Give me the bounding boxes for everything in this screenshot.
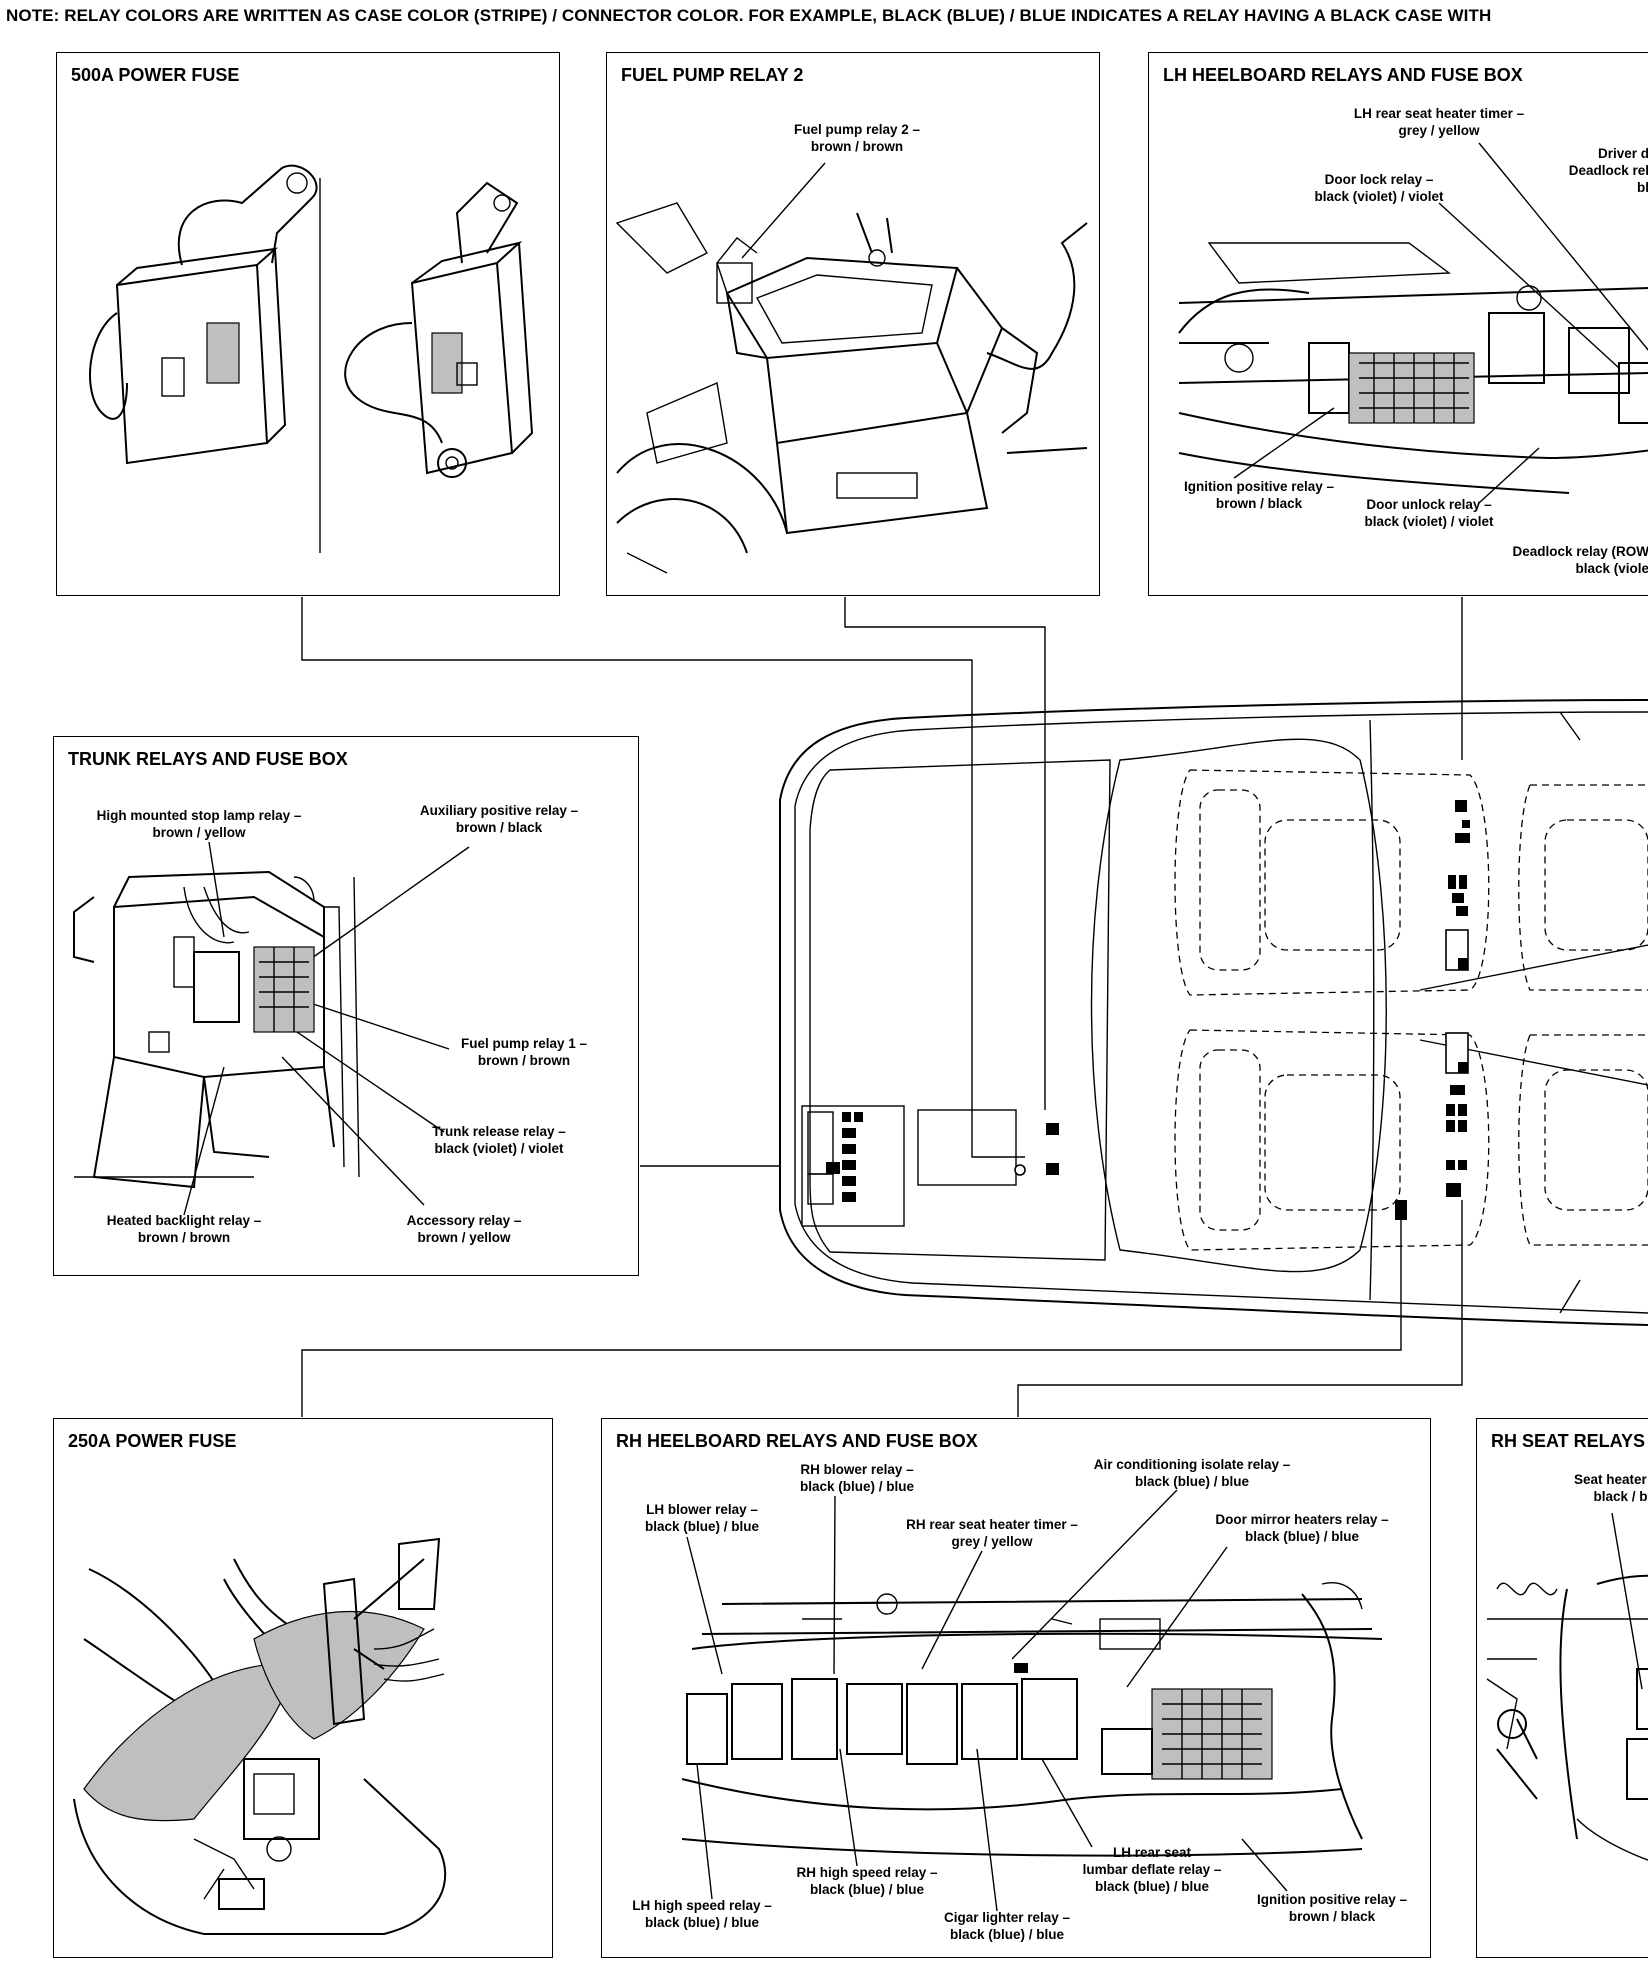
- callout-door-mirror-heaters-relay: Door mirror heaters relay – black (blue)…: [1215, 1512, 1389, 1544]
- callout-rh-rear-seat-heater-timer: RH rear seat heater timer – grey / yello…: [906, 1517, 1078, 1549]
- panel-title: LH HEELBOARD RELAYS AND FUSE BOX: [1163, 65, 1523, 85]
- callout-deadlock-relay-row: Deadlock relay (ROW black (viole: [1512, 544, 1648, 576]
- panel-title: 500A POWER FUSE: [71, 65, 240, 85]
- panel-title: FUEL PUMP RELAY 2: [621, 65, 804, 85]
- fuel-pump-box-marker: [917, 1109, 1059, 1186]
- lh-heelboard-markers: [1445, 800, 1470, 971]
- panel-rh-seat-relays: RH SEAT RELAYS Seat heater rel black / b…: [1476, 1418, 1648, 1958]
- callout-ignition-positive-relay-rh: Ignition positive relay – brown / black: [1256, 1892, 1408, 1924]
- callout-rh-high-speed-relay: RH high speed relay – black (blue) / blu…: [796, 1865, 938, 1897]
- callout-fuel-pump-relay-1: Fuel pump relay 1 – brown / brown: [460, 1036, 588, 1068]
- seat-outlines: [1174, 769, 1648, 1251]
- power-250-illustration: [73, 1537, 447, 1935]
- callout-rh-blower-relay: RH blower relay – black (blue) / blue: [799, 1462, 915, 1494]
- callout-door-lock-relay: Door lock relay – black (violet) / viole…: [1314, 172, 1444, 204]
- trunk-box-illustration: [73, 841, 470, 1216]
- rh-heelboard-markers: [1395, 1032, 1469, 1220]
- rh-heelboard-illustration: [681, 1489, 1383, 1912]
- panel-lh-heelboard-relays: LH HEELBOARD RELAYS AND FUSE BOX LH rear…: [1148, 52, 1648, 596]
- callout-auxiliary-positive-relay: Auxiliary positive relay – brown / black: [419, 803, 579, 835]
- lh-heelboard-illustration: [1178, 142, 1648, 504]
- callout-fuel-pump-relay-2: Fuel pump relay 2 – brown / brown: [793, 122, 921, 154]
- panel-title: RH SEAT RELAYS: [1491, 1431, 1646, 1451]
- panel-rh-heelboard-relays: RH HEELBOARD RELAYS AND FUSE BOX RH blow…: [601, 1418, 1431, 1958]
- panel-title: 250A POWER FUSE: [68, 1431, 237, 1451]
- panel-title: TRUNK RELAYS AND FUSE BOX: [68, 749, 348, 769]
- note-header: NOTE: RELAY COLORS ARE WRITTEN AS CASE C…: [6, 6, 1492, 25]
- fuse-unit-left: [89, 164, 318, 465]
- callout-lh-blower-relay: LH blower relay – black (blue) / blue: [644, 1502, 760, 1534]
- callout-driver-deadlock-relay: Driver d Deadlock rel bl: [1568, 146, 1648, 195]
- callout-lh-rear-seat-heater-timer: LH rear seat heater timer – grey / yello…: [1353, 106, 1525, 138]
- battery-illustration: [615, 162, 1088, 574]
- panel-250a-power-fuse: 250A POWER FUSE: [53, 1418, 553, 1958]
- trunk-fuse-box-marker: [801, 1105, 905, 1227]
- callout-trunk-release-relay: Trunk release relay – black (violet) / v…: [432, 1124, 566, 1156]
- callout-air-conditioning-isolate-relay: Air conditioning isolate relay – black (…: [1093, 1457, 1291, 1489]
- vehicle-outline: [779, 699, 1648, 1326]
- callout-cigar-lighter-relay: Cigar lighter relay – black (blue) / blu…: [943, 1910, 1071, 1942]
- panel-title: RH HEELBOARD RELAYS AND FUSE BOX: [616, 1431, 978, 1451]
- power-fuse-illustration: [89, 164, 534, 553]
- panel-trunk-relays: TRUNK RELAYS AND FUSE BOX High mounted s…: [53, 736, 639, 1276]
- callout-ignition-positive-relay: Ignition positive relay – brown / black: [1183, 479, 1335, 511]
- callout-lh-high-speed-relay: LH high speed relay – black (blue) / blu…: [632, 1898, 772, 1930]
- fuse-unit-right: [344, 181, 534, 478]
- callout-seat-heater-relay: Seat heater rel black / blue: [1573, 1472, 1648, 1504]
- rh-seat-illustration: [1486, 1512, 1648, 1861]
- callout-heated-backlight-relay: Heated backlight relay – brown / brown: [106, 1213, 262, 1245]
- callout-high-mounted-stop-lamp-relay: High mounted stop lamp relay – brown / y…: [96, 808, 302, 840]
- callout-accessory-relay: Accessory relay – brown / yellow: [406, 1213, 522, 1245]
- panel-500a-power-fuse: 500A POWER FUSE: [56, 52, 560, 596]
- panel-fuel-pump-relay-2: FUEL PUMP RELAY 2 Fuel pump relay 2 – br…: [606, 52, 1100, 596]
- callout-door-unlock-relay: Door unlock relay – black (violet) / vio…: [1364, 497, 1494, 529]
